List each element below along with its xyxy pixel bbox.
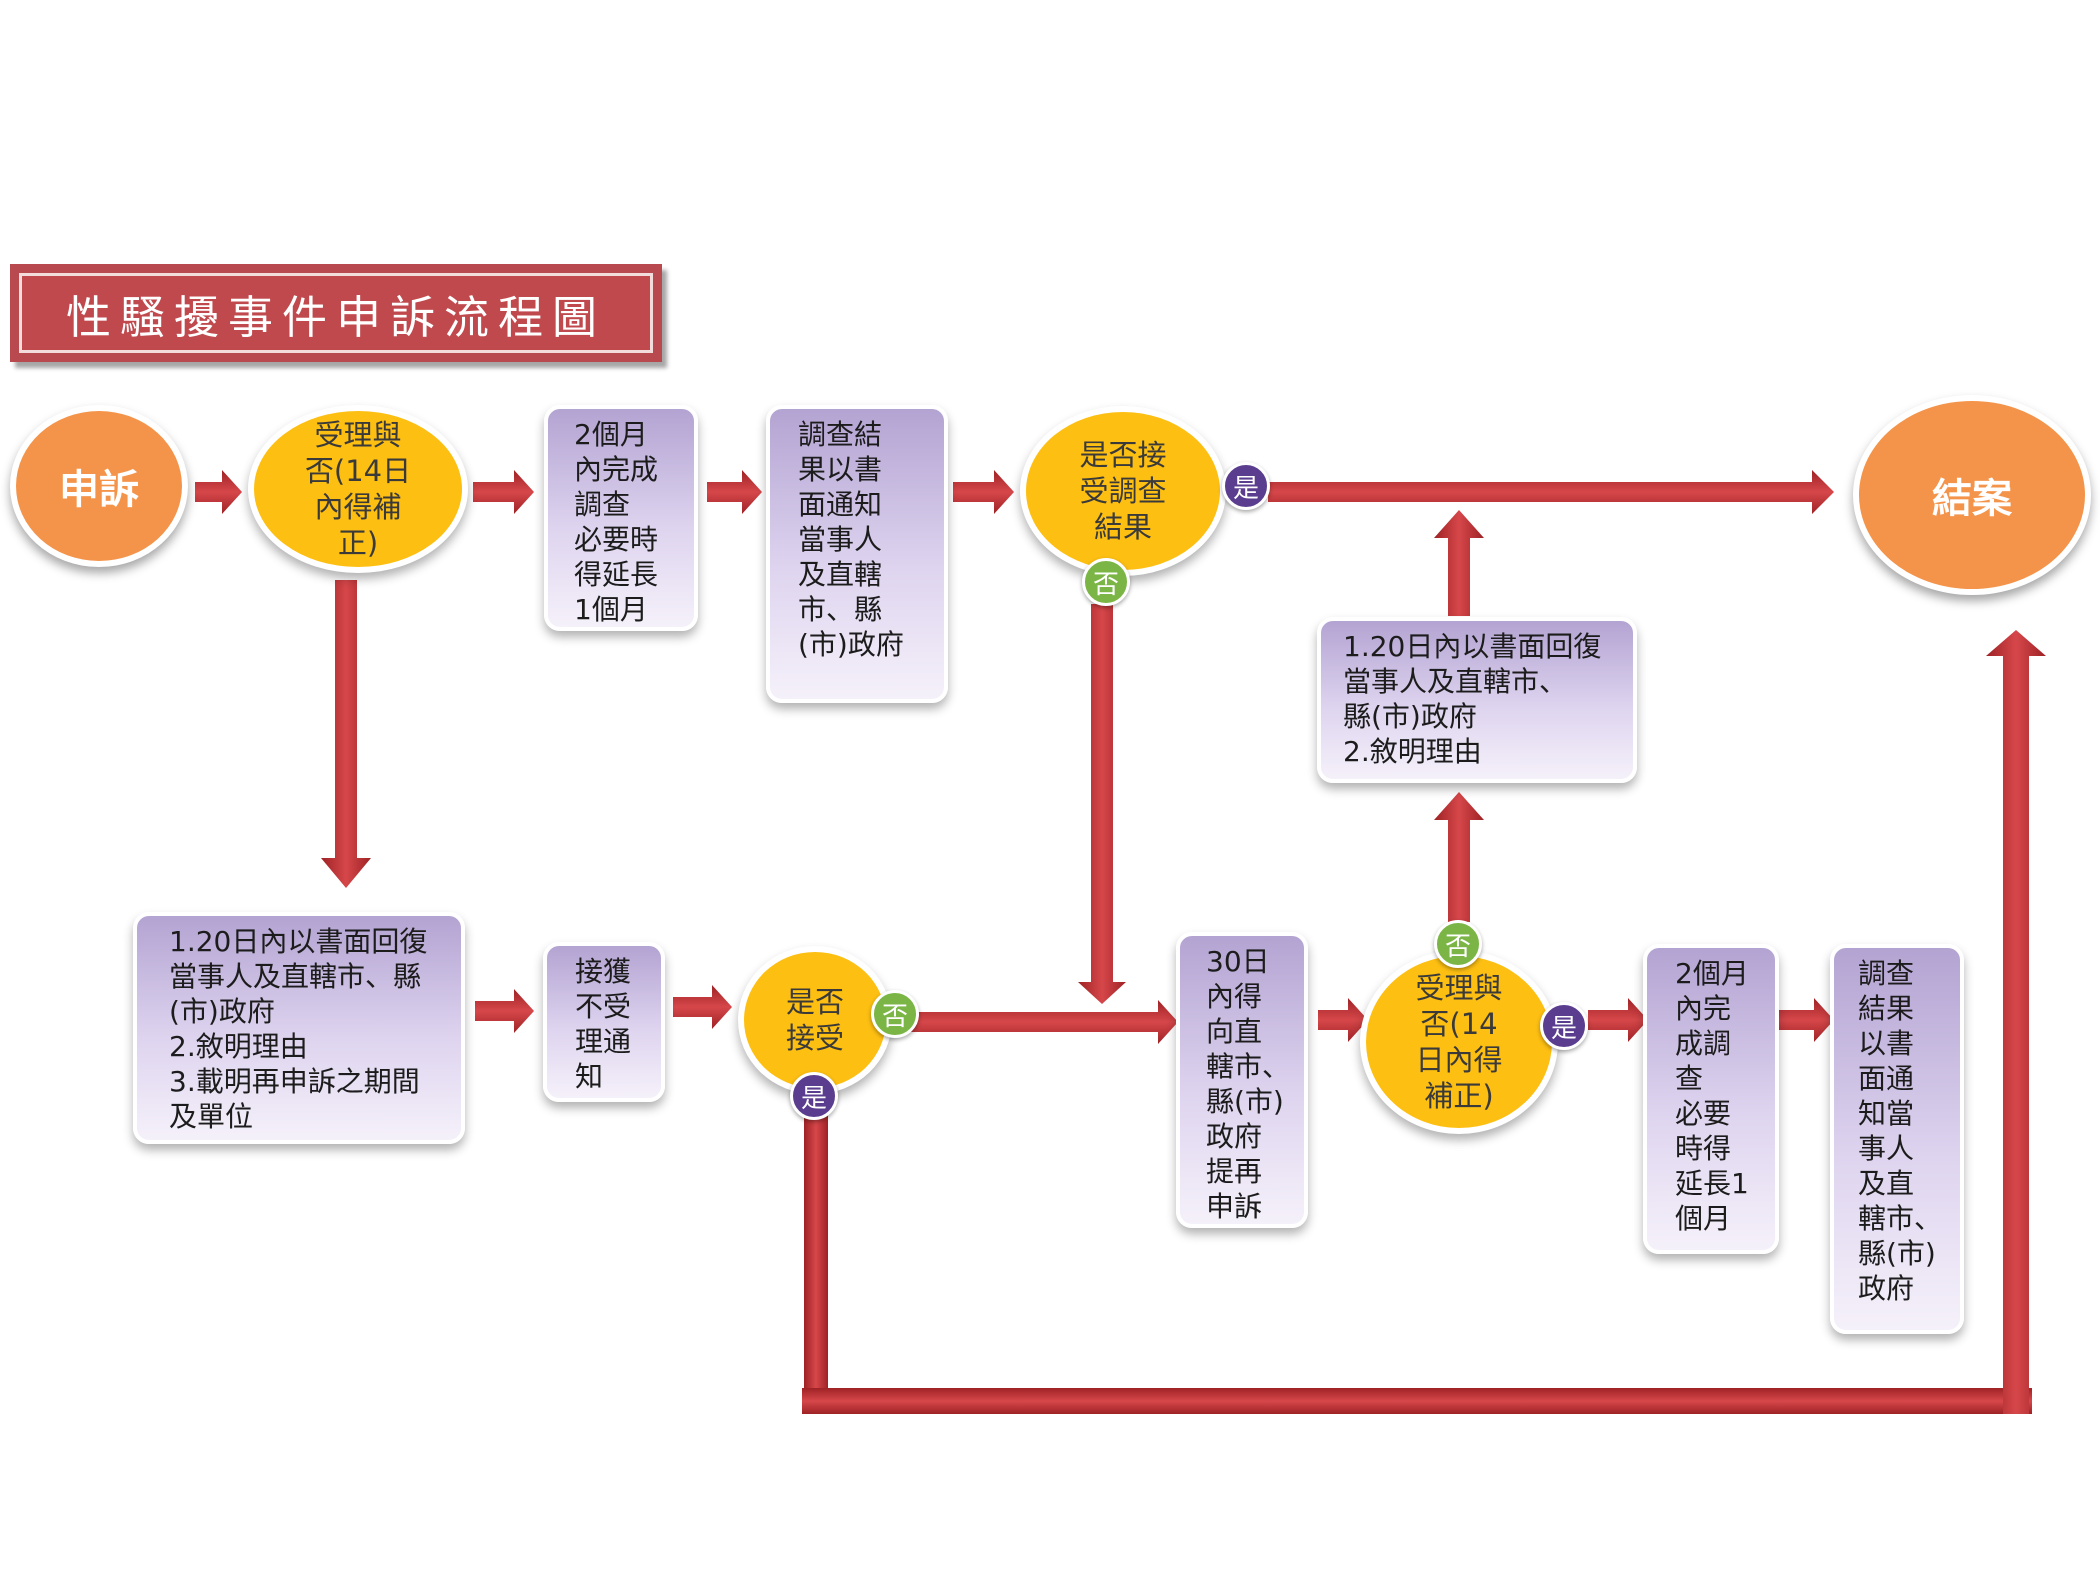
arrow-accept-down xyxy=(321,580,371,888)
yes-badge-accept-decision: 是 xyxy=(790,1072,838,1120)
arrow-accept2-no-up xyxy=(1434,792,1484,922)
reply-reasons-box-top: 1.20日內以書面回復 當事人及直轄市、 縣(市)政府 2.敘明理由 xyxy=(1317,617,1637,783)
yes-badge-result: 是 xyxy=(1222,462,1270,510)
return-path-bottom xyxy=(802,1388,2032,1414)
no-badge-accept-check-2: 否 xyxy=(1434,920,1482,968)
arrow-receive-to-decision xyxy=(673,985,732,1029)
yes-badge-accept-check-2: 是 xyxy=(1540,1002,1588,1050)
reply-reasons-box-left: 1.20日內以書面回復 當事人及直轄市、縣 (市)政府 2.敘明理由 3.載明再… xyxy=(133,912,465,1144)
arrow-start-to-accept xyxy=(195,470,242,514)
receive-notice-box: 接獲 不受 理通 知 xyxy=(543,942,665,1102)
accept-check-node-1: 受理與 否(14日 內得補 正) xyxy=(248,405,468,573)
title-banner: 性騷擾事件申訴流程圖 xyxy=(10,264,662,362)
arrow-decision-no-to-appeal xyxy=(910,1000,1178,1044)
arrow-notify-to-decision xyxy=(953,470,1014,514)
appeal-box: 30日 內得 向直 轄市、 縣(市) 政府 提再 申訴 xyxy=(1176,932,1308,1228)
notify-box-2: 調查 結果 以書 面通 知當 事人 及直 轄市、 縣(市) 政府 xyxy=(1830,944,1964,1334)
no-badge-result: 否 xyxy=(1082,558,1130,606)
arrow-result-yes-to-end xyxy=(1268,470,1834,514)
end-node: 結案 xyxy=(1853,395,2091,595)
no-badge-accept-decision: 否 xyxy=(871,990,919,1038)
arrow-investigate2-to-notify2 xyxy=(1775,998,1834,1042)
arrow-appeal-to-accept2 xyxy=(1318,998,1368,1042)
start-node: 申訴 xyxy=(10,405,188,567)
accept-result-decision: 是否接 受調查 結果 xyxy=(1020,406,1226,576)
arrow-investigate-to-notify xyxy=(707,470,762,514)
arrow-accept-to-investigate xyxy=(473,470,534,514)
return-path-up-to-end xyxy=(1986,630,2046,1414)
investigate-box-2: 2個月 內完 成調 查 必要 時得 延長1 個月 xyxy=(1643,944,1779,1254)
investigate-box-1: 2個月 內完成 調查 必要時 得延長 1個月 xyxy=(544,405,698,631)
arrow-result-no-down xyxy=(1078,604,1126,1004)
arrow-reply-to-receive xyxy=(475,989,534,1033)
return-path-down xyxy=(804,1110,828,1414)
arrow-accept2-yes-to-investigate2 xyxy=(1588,998,1648,1042)
accept-check-node-2: 受理與 否(14 日內得 補正) xyxy=(1360,950,1558,1134)
diagram-title: 性騷擾事件申訴流程圖 xyxy=(19,273,653,353)
arrow-reply-top-up xyxy=(1434,510,1484,616)
notify-box-1: 調查結 果以書 面通知 當事人 及直轄 市、縣 (市)政府 xyxy=(766,405,948,703)
